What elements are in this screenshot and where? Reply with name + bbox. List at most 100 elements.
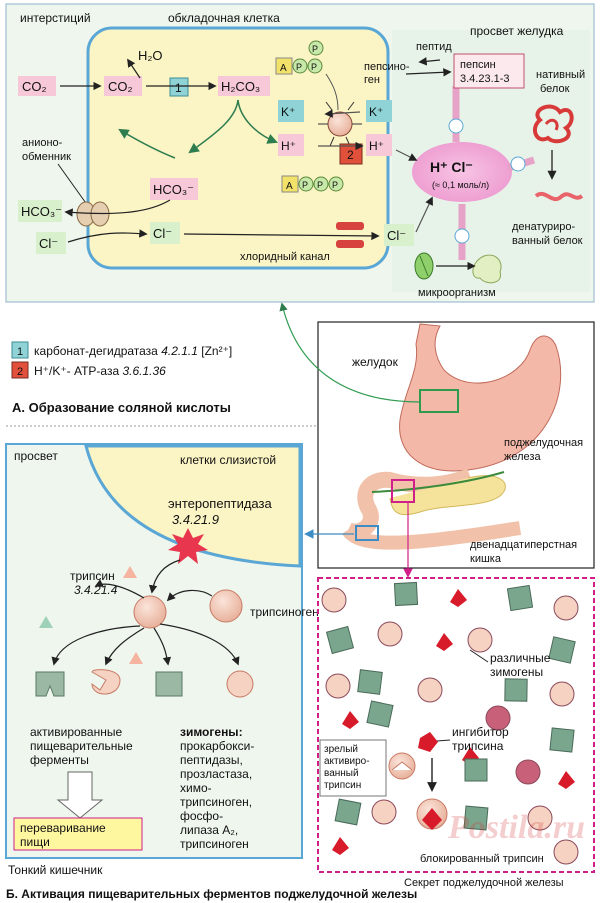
activated-label-1: активированные [30,725,122,739]
zymogen-square [325,625,355,655]
inhibitor-icon [418,732,438,752]
mature-trypsin-4: трипсин [324,780,361,791]
h2co3: H₂CO₃ [221,79,260,94]
co2-left-tag [18,76,56,96]
k-out-tag [366,100,392,122]
arrow-cl-to-channel [183,231,380,241]
h-in-tag [278,134,304,156]
svg-text:1: 1 [17,346,23,358]
zymogen-round [321,587,347,613]
arrow-to-product-3 [153,627,172,666]
native-protein-label-1: нативный [536,69,585,81]
denatured-label-1: денатуриро- [512,221,576,233]
enzyme-1-tag [169,77,189,97]
zymogen-pointer [469,649,489,663]
region-lumen-label: просвет желудка [470,24,564,38]
legend-swatch-1 [11,341,29,359]
activated-label-2: пищеварительные [30,739,133,753]
trypsinogen-label: трипсиноген [250,605,319,619]
small-intestine-label: Тонкий кишечник [8,863,103,877]
zymogen-round [485,705,511,731]
trypsin-ec: 3.4.21.4 [74,583,118,597]
plus-microbe [454,228,470,244]
zymogen-field [321,581,579,865]
pepsin-box [453,53,525,89]
inhibitor-shape [342,711,359,729]
arrow-hco3-out [64,199,171,217]
zymogen-round [553,839,579,865]
svg-text:P: P [302,180,308,190]
inhibitor-shape [436,633,453,651]
plus-pepsin [448,118,464,134]
microorganism-icon [414,252,502,284]
pancreatic-secretion-label: Секрет поджелудочной железы [404,877,564,889]
zymogen-square [334,798,362,826]
hcl-blob [412,142,512,202]
svg-text:A: A [280,63,287,74]
zymogen-round [377,621,403,647]
legend-text-2: H⁺/K⁺- АТР-аза 3.6.1.36 [34,364,166,378]
arrow-atp-link [325,73,339,111]
stomach-label: желудок [352,355,399,369]
arrow-h2co3-to-hco3 [188,99,239,154]
region-cells-b: клетки слизистой [180,453,276,467]
pepsinogen-label-2: ген [364,74,380,86]
title-a: А. Образование соляной кислоты [12,400,231,415]
activated-label-3: ферменты [30,753,89,767]
mature-trypsin-icon [388,752,416,780]
anion-exchanger-label-1: анионо- [22,137,63,149]
denatured-protein-icon [534,192,584,202]
arrow-h2o [127,58,141,79]
region-lumen-b: просвет [14,449,58,463]
zymogen-line-6: фосфо- [180,809,223,823]
k-in-tag [278,100,304,122]
enzyme-1: 1 [175,81,182,95]
cl-left: Cl⁻ [39,236,58,251]
digestion-label-2: пищи [20,835,50,849]
zymogen-round [553,595,579,621]
plus-protein [510,156,526,172]
region-cell-label: обкладочная клетка [168,11,280,25]
arrow-to-digestion [56,771,104,819]
stomach-detail-marker [419,389,459,413]
atp-top: A P P [275,57,323,75]
mature-trypsin-3: ванный [324,768,359,779]
co2-left: CO₂ [22,79,47,94]
pancreas-detail-marker [391,479,415,503]
cl-left-tag [36,232,66,254]
zymogen-square [463,805,489,831]
chloride-channel-label: хлоридный канал [240,251,330,263]
pepsinogen-label-1: пепсино- [364,61,410,73]
zymogen-square [549,727,575,753]
cl-lumen: Cl⁻ [387,228,406,243]
chloride-channel-protein [336,222,364,248]
various-zymogens-2: зимогены [490,665,543,679]
zymogen-square [357,669,383,695]
title-b: Б. Активация пищеварительных ферментов п… [6,887,417,901]
zymogen-line-2: пептидазы, [180,753,243,767]
svg-text:2: 2 [17,366,23,378]
trypsinogen-ball [209,589,243,623]
svg-text:P: P [317,180,323,190]
mature-trypsin-box [319,739,387,797]
pepsin-label: пепсин [460,59,496,71]
mature-trypsin-1: зрелый [324,744,358,755]
atp-bottom: A P P P [281,175,344,193]
arrow-h-to-hcl [395,149,418,161]
arrow-autoactivation [166,589,213,602]
duodenum-label-2: кишка [470,553,502,565]
legend: 1 карбонат-дегидратаза 4.2.1.1 [Zn²⁺] 2 … [11,341,232,379]
mucosal-cell [84,444,302,568]
hco3-mid-tag [150,178,198,200]
phosphate-single-label: P [312,44,318,54]
inhibitor-label-1: ингибитор [452,725,509,739]
microorganism-label: микроорганизм [418,287,496,299]
arrow-enteropeptidase-activation [148,559,181,594]
svg-text:P: P [311,62,317,72]
digestion-box [13,817,143,851]
enteropeptidase-label: энтеропептидаза [168,496,272,511]
arrow-stomach-to-a [279,302,421,403]
hco3-left: HCO₃⁻ [21,204,62,219]
arrow-pepsinogen [405,68,452,77]
zymogen-line-5: трипсиноген, [180,795,252,809]
